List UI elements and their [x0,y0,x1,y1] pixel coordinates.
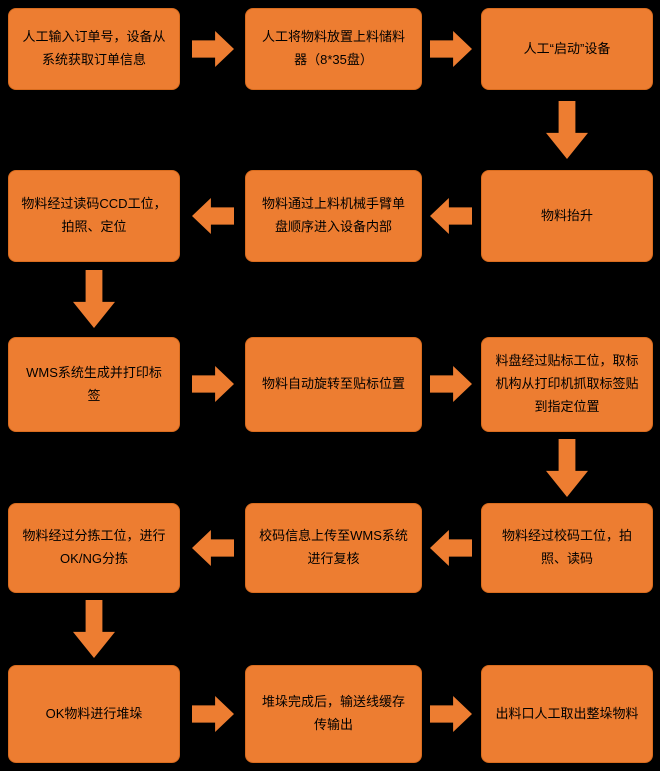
flow-step-7: WMS系统生成并打印标签 [8,337,180,432]
arrow-left-icon [430,530,472,566]
flow-step-1: 人工输入订单号，设备从系统获取订单信息 [8,8,180,90]
flow-step-14: 堆垛完成后，输送线缓存传输出 [245,665,422,763]
flow-step-15: 出料口人工取出整垛物料 [481,665,653,763]
arrow-right-icon [430,31,472,67]
flow-step-12: 物料经过分拣工位，进行OK/NG分拣 [8,503,180,593]
flow-step-3: 人工“启动”设备 [481,8,653,90]
arrow-left-icon [430,198,472,234]
arrow-right-icon [192,696,234,732]
arrow-down-icon [546,439,588,497]
arrow-left-icon [192,198,234,234]
flow-step-4: 物料抬升 [481,170,653,262]
flow-step-10: 物料经过校码工位，拍照、读码 [481,503,653,593]
flow-step-5: 物料通过上料机械手臂单盘顺序进入设备内部 [245,170,422,262]
arrow-down-icon [73,600,115,658]
flow-step-6: 物料经过读码CCD工位，拍照、定位 [8,170,180,262]
flow-step-11: 校码信息上传至WMS系统进行复核 [245,503,422,593]
arrow-down-icon [73,270,115,328]
arrow-right-icon [192,31,234,67]
arrow-left-icon [192,530,234,566]
flow-step-8: 物料自动旋转至贴标位置 [245,337,422,432]
flow-step-9: 料盘经过贴标工位，取标机构从打印机抓取标签贴到指定位置 [481,337,653,432]
arrow-right-icon [430,696,472,732]
arrow-down-icon [546,101,588,159]
flow-step-2: 人工将物料放置上料储料器（8*35盘） [245,8,422,90]
arrow-right-icon [192,366,234,402]
flow-step-13: OK物料进行堆垛 [8,665,180,763]
arrow-right-icon [430,366,472,402]
